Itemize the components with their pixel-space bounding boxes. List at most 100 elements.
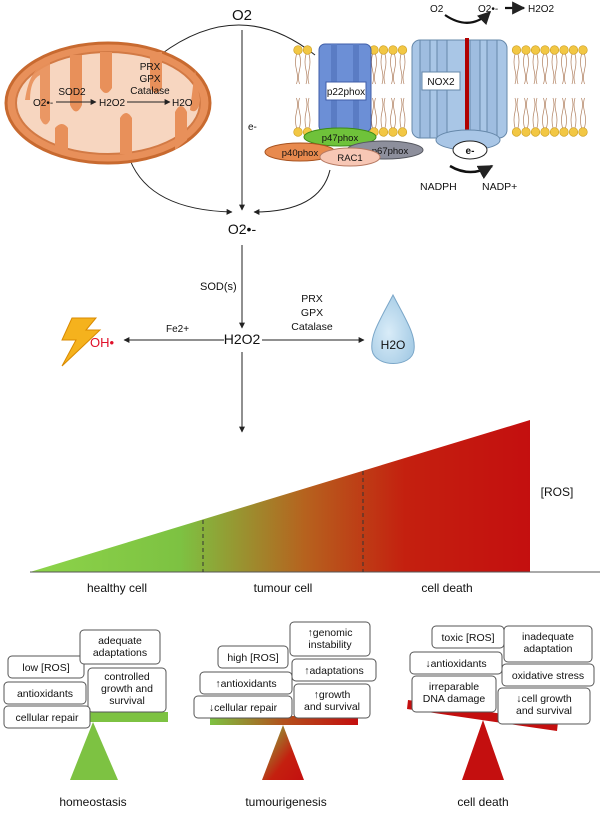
lipid-tail: [304, 97, 311, 129]
lipid-head: [521, 45, 531, 55]
lipid-head: [540, 45, 550, 55]
lipid-tail: [295, 53, 301, 85]
box-cellular-repair: [3, 705, 91, 729]
p40phox-label: p40phox: [282, 148, 319, 159]
stage-tumour-cell: tumour cell: [254, 581, 313, 595]
o2-radical-mito: O2•-: [33, 98, 53, 109]
h2o-mito: H2O: [172, 98, 193, 109]
text-down-antioxidants: ↓antioxidants: [425, 658, 486, 670]
lipid-head: [559, 127, 569, 137]
prx-label: PRX: [301, 293, 323, 305]
balance-beam-homeostasis: [18, 712, 168, 722]
lipid-tail: [561, 97, 567, 129]
fulcrum-cell-death: [462, 720, 504, 780]
lipid-tail: [380, 53, 387, 85]
lipid-tail: [570, 97, 577, 129]
box-dna-damage: [411, 675, 497, 713]
balance-homeostasis: [18, 712, 168, 780]
box-controlled-growth: [87, 667, 167, 713]
text-up-antioxidants: ↑antioxidants: [215, 678, 276, 690]
lipid-head: [549, 45, 560, 55]
label-tumourigenesis: tumourigenesis: [245, 795, 326, 809]
nadph-arrow: [449, 164, 494, 180]
rac1-label: RAC1: [337, 153, 362, 164]
p22phox-protein: [318, 43, 372, 133]
water-drop-icon: [371, 293, 415, 364]
mito-to-superoxide-arrow: [129, 159, 233, 215]
box-oxidative-stress: [501, 663, 595, 687]
lipid-tail: [532, 97, 539, 129]
box-adequate-adaptations: [79, 629, 161, 665]
label-cell-death: cell death: [457, 795, 508, 809]
ros-gradient-wedge: [30, 420, 530, 572]
box-growth-survival: [293, 683, 371, 719]
lipid-tail: [380, 97, 387, 129]
p47phox-label: p47phox: [322, 133, 359, 144]
box-adaptations: [291, 658, 377, 682]
lipid-head: [521, 127, 531, 137]
h2o2-nox: H2O2: [528, 4, 555, 15]
box-low-ros: [7, 655, 85, 679]
text-oxidative-stress: oxidative stress: [512, 670, 584, 682]
lipid-head: [540, 127, 550, 137]
text-adaptations: ↑adaptations: [304, 665, 364, 677]
lipid-head: [378, 45, 389, 55]
lipid-tail: [551, 97, 558, 129]
prx-label-mito: PRX: [140, 62, 161, 73]
lipid-tail: [513, 97, 520, 129]
lipid-head: [530, 45, 541, 55]
sod-label: SOD(s): [200, 281, 237, 293]
text-high-ros: high [ROS]: [227, 652, 278, 664]
lipid-head: [568, 45, 579, 55]
box-antioxidants: [3, 681, 87, 705]
o2-nox-in: O2: [430, 4, 444, 15]
hydroxyl-radical-label: OH•: [90, 335, 115, 350]
text-toxic-ros: toxic [ROS]: [441, 632, 494, 644]
lipid-head: [578, 45, 588, 55]
lipid-head: [559, 45, 569, 55]
electron-label: e-: [248, 122, 257, 133]
nox2-protein: [411, 38, 508, 151]
text-antioxidants: antioxidants: [17, 688, 73, 700]
text-down-cellular-repair: ↓cellular repair: [209, 702, 278, 714]
lipid-head: [511, 45, 522, 55]
box-down-cell-growth: [497, 687, 591, 725]
ros-axis-label: [ROS]: [541, 485, 574, 499]
lipid-head: [530, 127, 541, 137]
text-cellular-repair: cellular repair: [15, 712, 79, 724]
h2o2-mito: H2O2: [99, 98, 126, 109]
o2-nox-out: O2•-: [478, 4, 498, 15]
lipid-head: [511, 127, 522, 137]
superoxide-label: O2•-: [228, 221, 257, 237]
lipid-tail: [295, 97, 301, 129]
lipid-tail: [513, 53, 520, 85]
lipid-head: [388, 45, 398, 55]
lipid-head: [578, 127, 588, 137]
stage-healthy-cell: healthy cell: [87, 581, 147, 595]
fe-label: Fe2+: [166, 324, 189, 335]
lipid-tail: [570, 53, 577, 85]
electron-circle: [452, 140, 488, 160]
lipid-head: [568, 127, 579, 137]
lipid-tail: [399, 97, 406, 129]
box-high-ros: [217, 645, 289, 669]
fulcrum-tumourigenesis: [262, 725, 304, 780]
catalase-label-mito: Catalase: [130, 86, 170, 97]
lipid-tail: [371, 97, 377, 129]
lipid-tail: [390, 53, 396, 85]
lipid-tail: [580, 53, 586, 85]
text-low-ros: low [ROS]: [22, 662, 69, 674]
electron-nox: e-: [466, 146, 475, 157]
cell-membrane: [293, 45, 588, 137]
lipid-head: [388, 127, 398, 137]
nadp-label: NADP+: [482, 181, 517, 193]
o2-label: O2: [232, 7, 252, 24]
box-down-antioxidants: [409, 651, 503, 675]
